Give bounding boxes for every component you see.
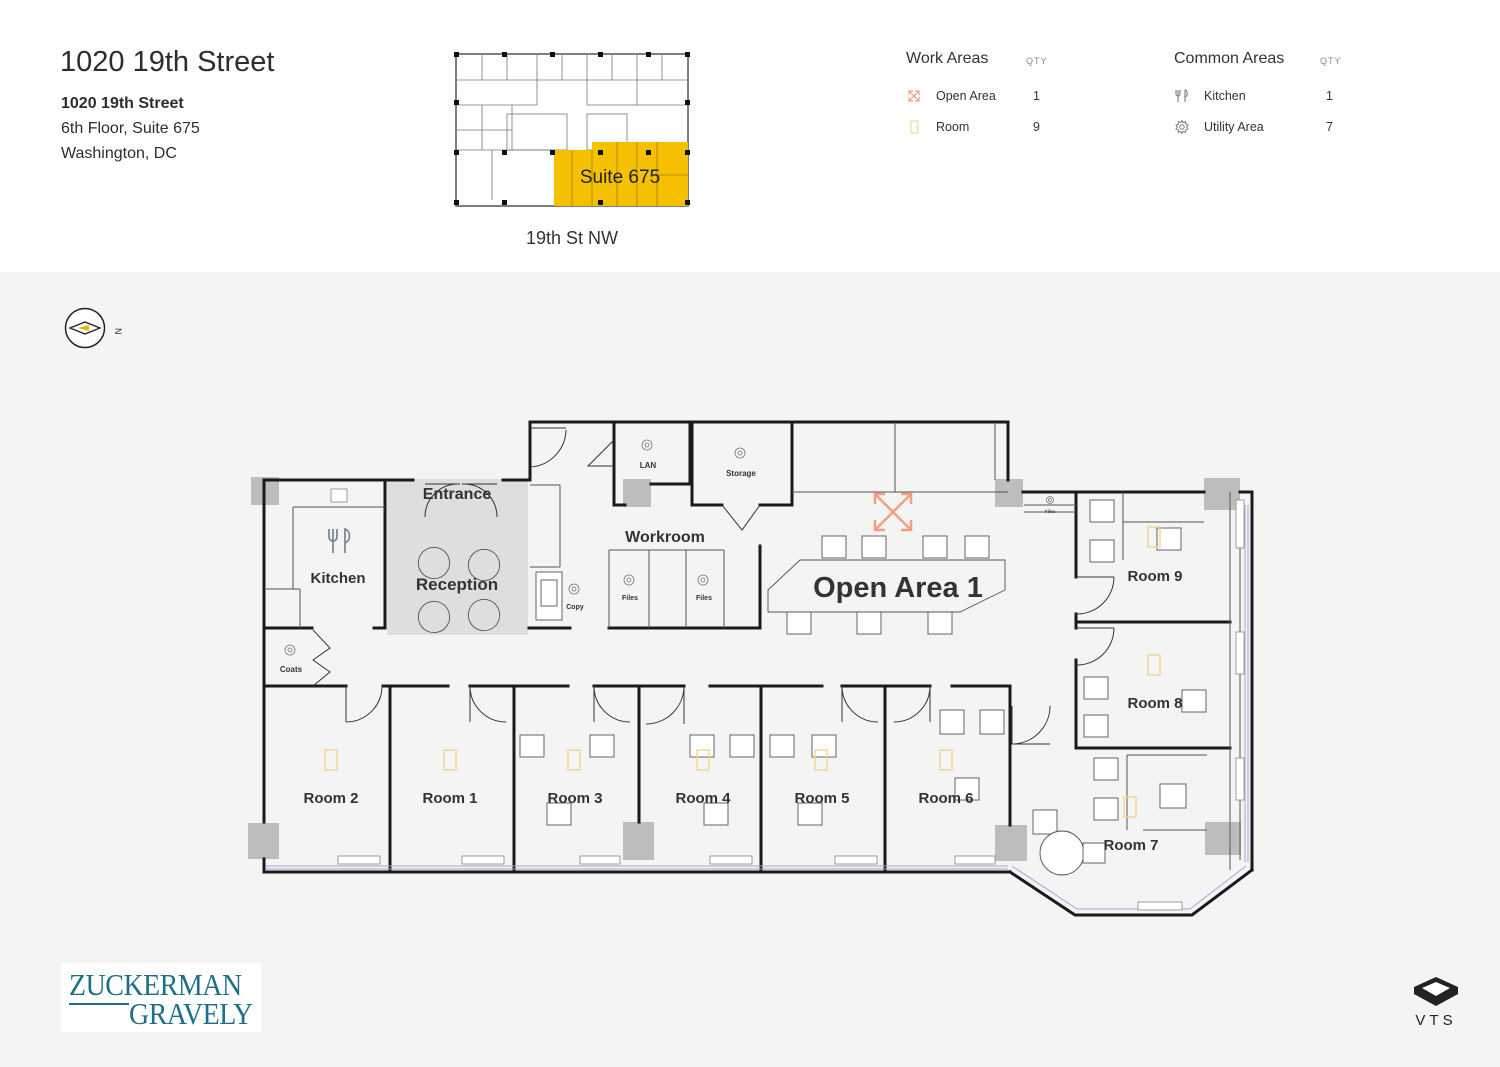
room-label-room4: Room 4 xyxy=(675,790,731,807)
room-label-room8: Room 8 xyxy=(1127,695,1182,712)
reception-area xyxy=(387,479,528,635)
gear-icon xyxy=(1046,496,1054,504)
room-label-open-area: Open Area 1 xyxy=(813,572,983,604)
fork-knife-icon xyxy=(328,527,351,553)
utility-label-lan: LAN xyxy=(640,461,657,470)
windows xyxy=(266,505,1249,910)
gear-icon xyxy=(641,439,653,451)
legend-qty-heading: QTY xyxy=(1026,56,1048,66)
plan-background xyxy=(0,272,1500,1067)
room-label-room5: Room 5 xyxy=(794,790,849,807)
room-label-workroom: Workroom xyxy=(625,529,705,546)
utility-gear-icons xyxy=(284,439,1054,656)
doors xyxy=(312,427,1115,745)
door-icon xyxy=(910,120,919,134)
address-suite: 6th Floor, Suite 675 xyxy=(61,120,200,137)
structural-columns xyxy=(248,477,1241,861)
vts-logo-icon xyxy=(1414,977,1458,1006)
door-icon xyxy=(939,749,953,771)
room-label-room3: Room 3 xyxy=(547,790,602,807)
furniture xyxy=(417,499,1207,876)
partitions xyxy=(266,422,1241,870)
gear-icon xyxy=(1175,119,1189,135)
compass: N xyxy=(64,307,123,349)
utility-label-files: Files xyxy=(1045,509,1056,514)
room-label-room1: Room 1 xyxy=(422,790,477,807)
gear-icon xyxy=(697,574,709,586)
door-icon xyxy=(696,749,710,771)
address-building: 1020 19th Street xyxy=(61,95,184,112)
legend-heading: Work Areas xyxy=(906,50,989,67)
gear-icon xyxy=(568,583,580,595)
street-label: 19th St NW xyxy=(525,228,619,248)
key-plan: Suite 675 xyxy=(454,52,690,207)
room-label-room2: Room 2 xyxy=(303,790,358,807)
keyplan-suite-label: Suite 675 xyxy=(580,167,660,188)
door-icon xyxy=(324,749,338,771)
expand-arrows-icon xyxy=(873,492,913,532)
gear-icon xyxy=(284,644,296,656)
company-logo: ZUCKERMAN GRAVELY xyxy=(61,963,261,1032)
utility-label-files: Files xyxy=(696,595,712,602)
fork-knife-icon xyxy=(1175,89,1188,102)
utility-label-files: Files xyxy=(622,595,638,602)
legend-heading: Common Areas xyxy=(1174,50,1285,67)
room-label-room7: Room 7 xyxy=(1103,837,1158,854)
radiators xyxy=(330,488,1245,911)
door-icon xyxy=(567,749,581,771)
gear-icon xyxy=(734,447,746,459)
door-icon xyxy=(814,749,828,771)
door-icon xyxy=(1147,526,1161,548)
room-label-reception: Reception xyxy=(416,575,498,594)
utility-label-coats: Coats xyxy=(280,665,303,674)
legend-qty-heading: QTY xyxy=(1320,56,1342,66)
room-label-room6: Room 6 xyxy=(918,790,973,807)
room-door-icons xyxy=(324,526,1161,818)
vts-logo: VTS xyxy=(1410,975,1462,1035)
walls xyxy=(262,420,1255,917)
header xyxy=(0,0,1500,272)
door-icon xyxy=(1147,654,1161,676)
utility-label-copy: Copy xyxy=(566,604,584,611)
door-icon xyxy=(1123,796,1137,818)
expand-arrows-icon xyxy=(908,90,920,102)
door-icon xyxy=(443,749,457,771)
page-title: 1020 19th Street xyxy=(60,46,275,78)
gear-icon xyxy=(623,574,635,586)
room-label-room9: Room 9 xyxy=(1127,568,1182,585)
compass-north-label: N xyxy=(113,328,123,335)
floor-plan: Entrance Reception Kitchen Workroom Open… xyxy=(248,420,1255,917)
room-label-kitchen: Kitchen xyxy=(310,570,365,587)
utility-label-storage: Storage xyxy=(726,469,756,478)
address-city: Washington, DC xyxy=(61,145,177,162)
room-label-entrance: Entrance xyxy=(423,486,492,503)
